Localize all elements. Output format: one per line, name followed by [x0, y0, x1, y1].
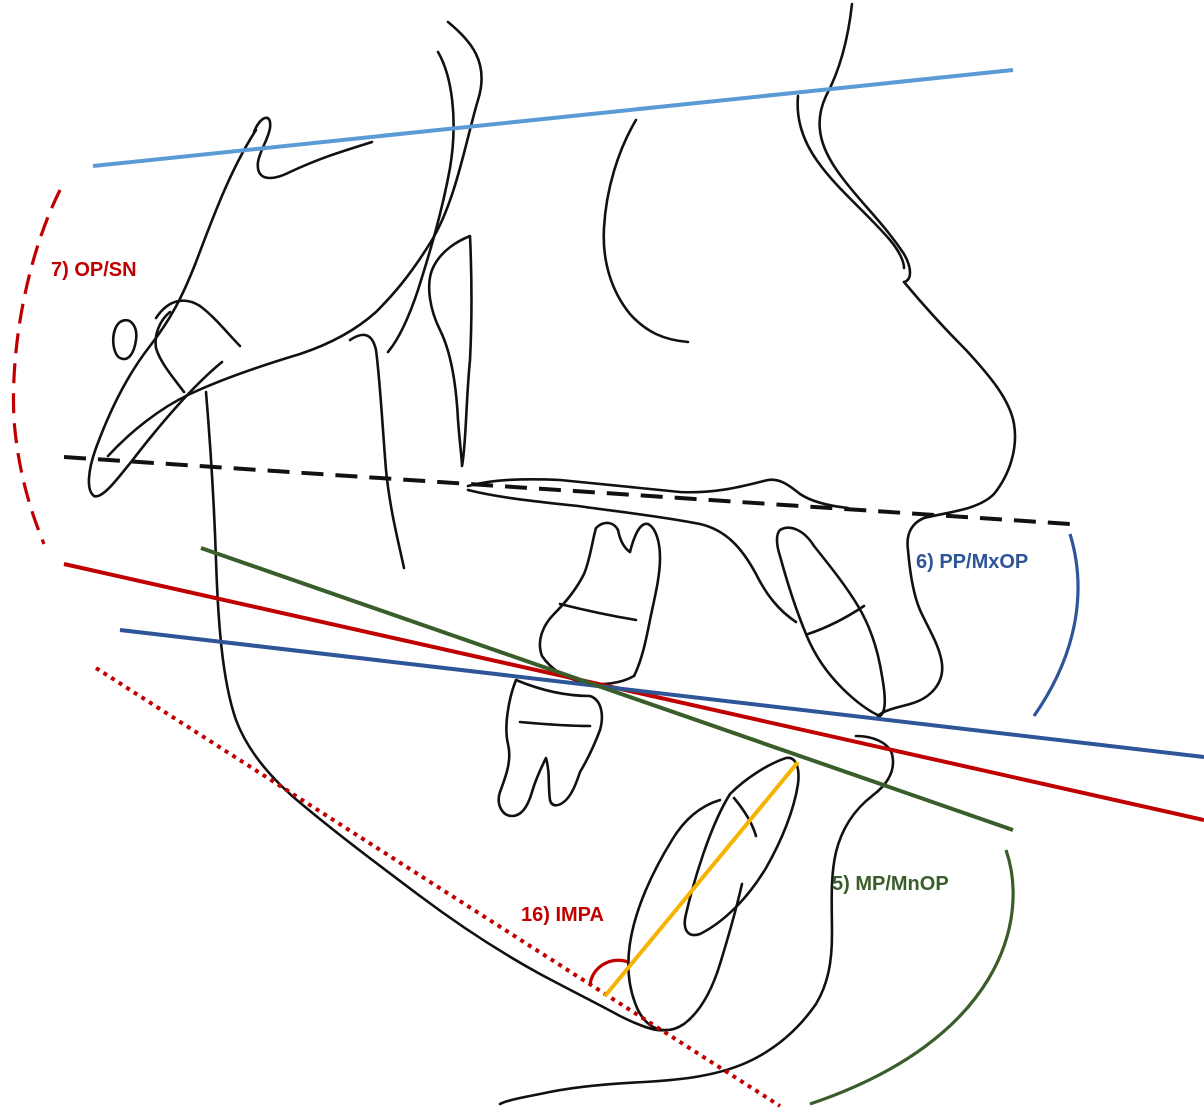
- maxillary-occlusal-plane-line: [120, 630, 1204, 757]
- palate-lower-outline: [468, 490, 796, 622]
- nasal-cavity-curve: [604, 120, 688, 342]
- angle-arcs: [13, 190, 1078, 1104]
- ear-outline: [113, 320, 136, 359]
- lower-molar-outline: [499, 680, 602, 816]
- condyle-outline: [156, 301, 240, 346]
- lower-incisor-axis-line: [605, 762, 798, 996]
- pp-mxop-arc: [1034, 534, 1078, 716]
- sn-line: [93, 70, 1013, 166]
- op-sn-arc: [13, 190, 60, 544]
- nasal-dorsum-inner: [798, 96, 904, 268]
- skull-tracing: [89, 4, 1015, 1104]
- upper-incisor-crown-line: [808, 606, 864, 634]
- op-sn-label: 7) OP/SN: [51, 259, 137, 281]
- upper-lip-soft-tissue: [878, 610, 942, 716]
- pp-mxop-label: 6) PP/MxOP: [916, 551, 1028, 573]
- maxillary-sinus-outline: [429, 236, 471, 466]
- pterygoid-outline: [156, 312, 404, 568]
- impa-label: 16) IMPA: [521, 904, 604, 926]
- orbit-outline: [388, 52, 454, 352]
- cranial-base-outline: [108, 22, 482, 456]
- mandible-outline: [206, 392, 666, 1030]
- nasal-bone-outline: [820, 4, 910, 282]
- upper-molar-crown-line: [560, 604, 636, 620]
- lower-molar-crown-line: [520, 722, 590, 726]
- mandibular-occlusal-plane-line: [201, 548, 1013, 830]
- mandibular-plane-line: [96, 668, 780, 1106]
- clivus-outline: [89, 130, 256, 496]
- mp-mnop-label: 5) MP/MnOP: [832, 873, 949, 895]
- upper-incisor-outline: [777, 528, 885, 716]
- reference-planes: [64, 70, 1204, 1106]
- upper-molar-outline: [540, 523, 660, 684]
